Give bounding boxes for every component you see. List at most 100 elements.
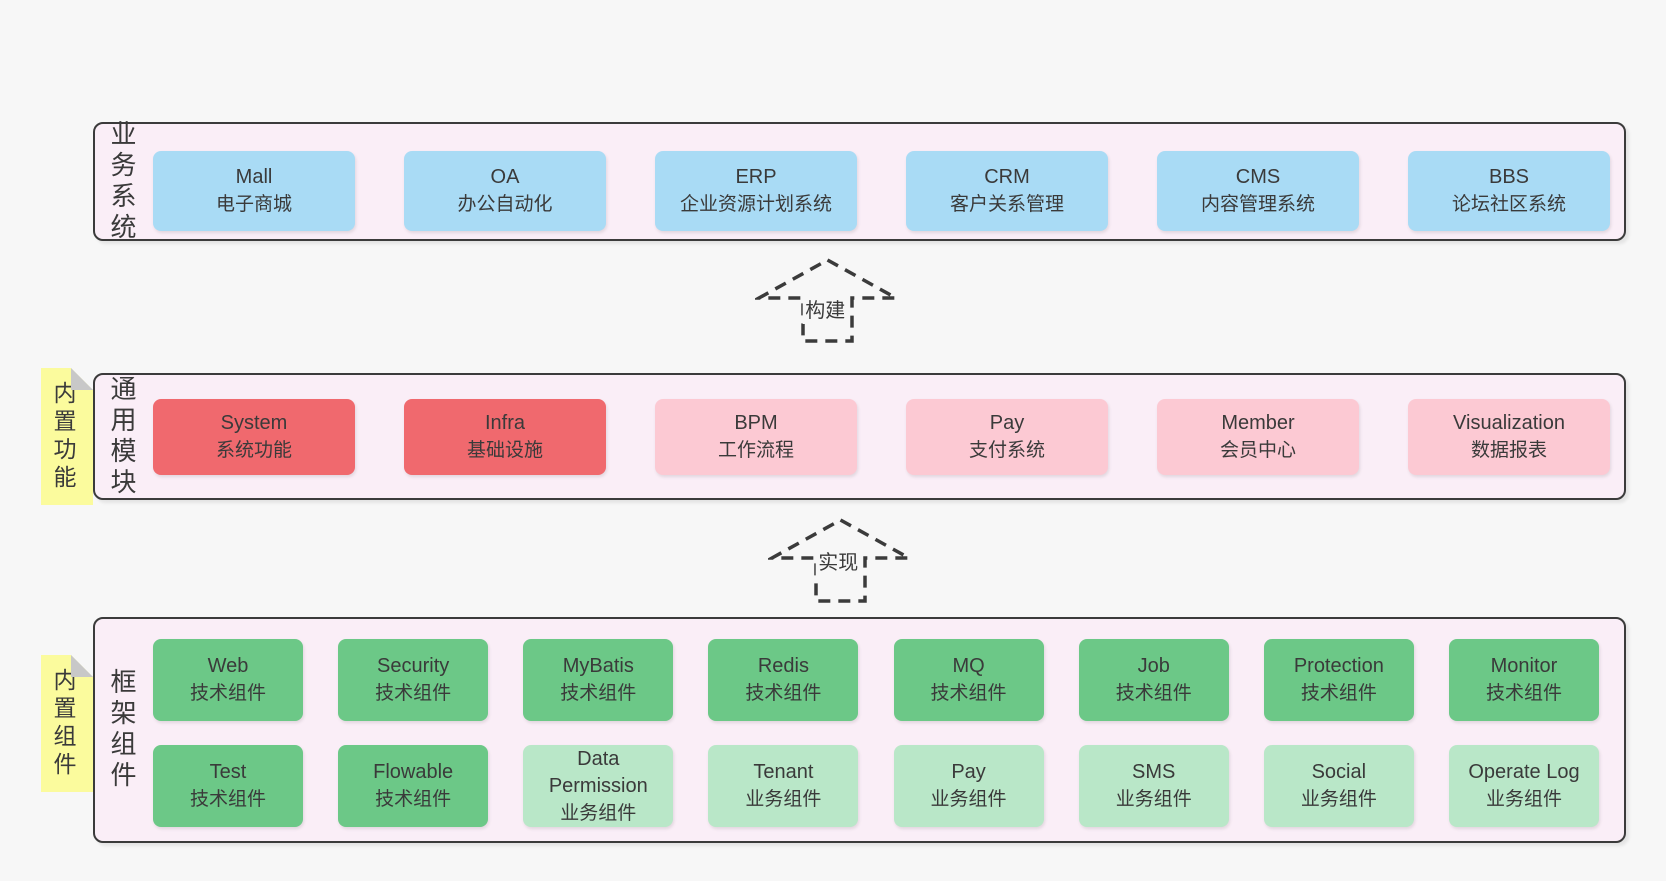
box-operate-log-title: Operate Log <box>1468 761 1580 783</box>
box-pay-component-title: Pay <box>951 761 986 783</box>
box-mq-subtitle: 技术组件 <box>930 683 1007 704</box>
box-monitor: Monitor 技术组件 <box>1448 639 1599 721</box>
box-security: Security 技术组件 <box>338 639 489 721</box>
box-sms-title: SMS <box>1132 761 1176 783</box>
sticky-fold-corner-icon <box>71 655 93 677</box>
built-in-components-sticky: 内置组件 <box>41 655 93 792</box>
box-redis-title: Redis <box>757 655 809 677</box>
common-modules-label: 通用模块 <box>107 374 137 499</box>
box-operate-log: Operate Log 业务组件 <box>1448 745 1599 827</box>
box-erp-subtitle: 企业资源计划系统 <box>679 194 832 215</box>
box-system: System 系统功能 <box>153 399 355 475</box>
box-flowable-title: Flowable <box>373 761 454 783</box>
box-data-permission-title: Data Permission <box>548 747 648 797</box>
box-protection-subtitle: 技术组件 <box>1300 683 1377 704</box>
box-protection: Protection 技术组件 <box>1263 639 1414 721</box>
box-job-subtitle: 技术组件 <box>1115 683 1192 704</box>
box-security-subtitle: 技术组件 <box>375 683 452 704</box>
box-infra: Infra 基础设施 <box>404 399 606 475</box>
box-mybatis-title: MyBatis <box>562 655 634 677</box>
box-sms-subtitle: 业务组件 <box>1115 789 1192 810</box>
box-security-title: Security <box>377 655 450 677</box>
box-erp: ERP 企业资源计划系统 <box>655 151 857 231</box>
box-mall-title: Mall <box>235 166 273 188</box>
box-infra-title: Infra <box>484 412 526 434</box>
box-bpm: BPM 工作流程 <box>655 399 857 475</box>
box-oa-title: OA <box>490 166 520 188</box>
box-test-title: Test <box>209 761 247 783</box>
box-operate-log-subtitle: 业务组件 <box>1485 789 1562 810</box>
box-data-permission-subtitle: 业务组件 <box>560 802 637 824</box>
box-social: Social 业务组件 <box>1263 745 1414 827</box>
box-oa: OA 办公自动化 <box>404 151 606 231</box>
build-arrow-label: 构建 <box>802 293 849 324</box>
box-job: Job 技术组件 <box>1078 639 1229 721</box>
box-monitor-subtitle: 技术组件 <box>1485 683 1562 704</box>
box-visualization: Visualization 数据报表 <box>1408 399 1610 475</box>
box-redis: Redis 技术组件 <box>708 639 859 721</box>
box-flowable: Flowable 技术组件 <box>338 745 489 827</box>
sticky-fold-corner-icon <box>71 368 93 390</box>
framework-components-row-2: Test 技术组件 Flowable 技术组件 Data Permission … <box>153 745 1599 827</box>
business-systems-label: 业务系统 <box>107 119 137 244</box>
box-mq: MQ 技术组件 <box>893 639 1044 721</box>
box-job-title: Job <box>1137 655 1170 677</box>
box-mybatis: MyBatis 技术组件 <box>523 639 674 721</box>
business-systems-row: Mall 电子商城 OA 办公自动化 ERP 企业资源计划系统 CRM 客户关系… <box>153 151 1610 231</box>
box-mall-subtitle: 电子商城 <box>215 194 292 215</box>
box-data-permission: Data Permission 业务组件 <box>523 745 674 827</box>
box-pay-module-title: Pay <box>989 412 1025 434</box>
box-test-subtitle: 技术组件 <box>189 789 266 810</box>
box-infra-subtitle: 基础设施 <box>466 440 543 461</box>
box-tenant-title: Tenant <box>753 761 814 783</box>
box-mybatis-subtitle: 技术组件 <box>560 683 637 704</box>
box-tenant: Tenant 业务组件 <box>708 745 859 827</box>
box-system-subtitle: 系统功能 <box>215 440 292 461</box>
box-bpm-title: BPM <box>734 412 778 434</box>
box-pay-module: Pay 支付系统 <box>906 399 1108 475</box>
implement-arrow-label: 实现 <box>815 545 862 576</box>
box-system-title: System <box>220 412 288 434</box>
box-member: Member 会员中心 <box>1157 399 1359 475</box>
box-bpm-subtitle: 工作流程 <box>717 440 794 461</box>
business-systems-section: 业务系统 Mall 电子商城 OA 办公自动化 ERP 企业资源计划系统 CRM… <box>93 119 1626 244</box>
box-mq-title: MQ <box>952 655 985 677</box>
box-crm: CRM 客户关系管理 <box>906 151 1108 231</box>
common-modules-row: System 系统功能 Infra 基础设施 BPM 工作流程 Pay 支付系统… <box>153 399 1610 475</box>
box-web-subtitle: 技术组件 <box>189 683 266 704</box>
box-crm-title: CRM <box>984 166 1030 188</box>
box-member-subtitle: 会员中心 <box>1219 440 1296 461</box>
box-web-title: Web <box>207 655 249 677</box>
up-arrow-icon <box>755 257 900 343</box>
built-in-components-sticky-label: 内置组件 <box>50 667 76 780</box>
common-modules-section: 通用模块 System 系统功能 Infra 基础设施 BPM 工作流程 Pay… <box>93 373 1626 500</box>
box-test: Test 技术组件 <box>153 745 303 827</box>
box-oa-subtitle: 办公自动化 <box>457 194 553 215</box>
implement-arrow: 实现 <box>768 517 913 604</box>
framework-components-row-1: Web 技术组件 Security 技术组件 MyBatis 技术组件 Redi… <box>153 639 1599 721</box>
box-pay-module-subtitle: 支付系统 <box>968 440 1045 461</box>
box-bbs: BBS 论坛社区系统 <box>1408 151 1610 231</box>
framework-components-label: 框架组件 <box>107 668 137 792</box>
box-web: Web 技术组件 <box>153 639 303 721</box>
built-in-functions-sticky: 内置功能 <box>41 368 93 505</box>
box-bbs-title: BBS <box>1488 166 1530 188</box>
box-social-subtitle: 业务组件 <box>1300 789 1377 810</box>
box-cms-title: CMS <box>1235 166 1281 188</box>
box-crm-subtitle: 客户关系管理 <box>949 194 1064 215</box>
box-monitor-title: Monitor <box>1490 655 1558 677</box>
up-arrow-icon <box>768 517 913 603</box>
box-member-title: Member <box>1221 412 1295 434</box>
box-sms: SMS 业务组件 <box>1078 745 1229 827</box>
box-bbs-subtitle: 论坛社区系统 <box>1451 194 1566 215</box>
box-erp-title: ERP <box>735 166 777 188</box>
box-cms-subtitle: 内容管理系统 <box>1200 194 1315 215</box>
box-social-title: Social <box>1311 761 1367 783</box>
box-cms: CMS 内容管理系统 <box>1157 151 1359 231</box>
box-redis-subtitle: 技术组件 <box>745 683 822 704</box>
box-pay-component: Pay 业务组件 <box>893 745 1044 827</box>
build-arrow: 构建 <box>755 257 900 344</box>
box-pay-component-subtitle: 业务组件 <box>930 789 1007 810</box>
built-in-functions-sticky-label: 内置功能 <box>50 380 76 493</box>
box-visualization-subtitle: 数据报表 <box>1470 440 1547 461</box>
